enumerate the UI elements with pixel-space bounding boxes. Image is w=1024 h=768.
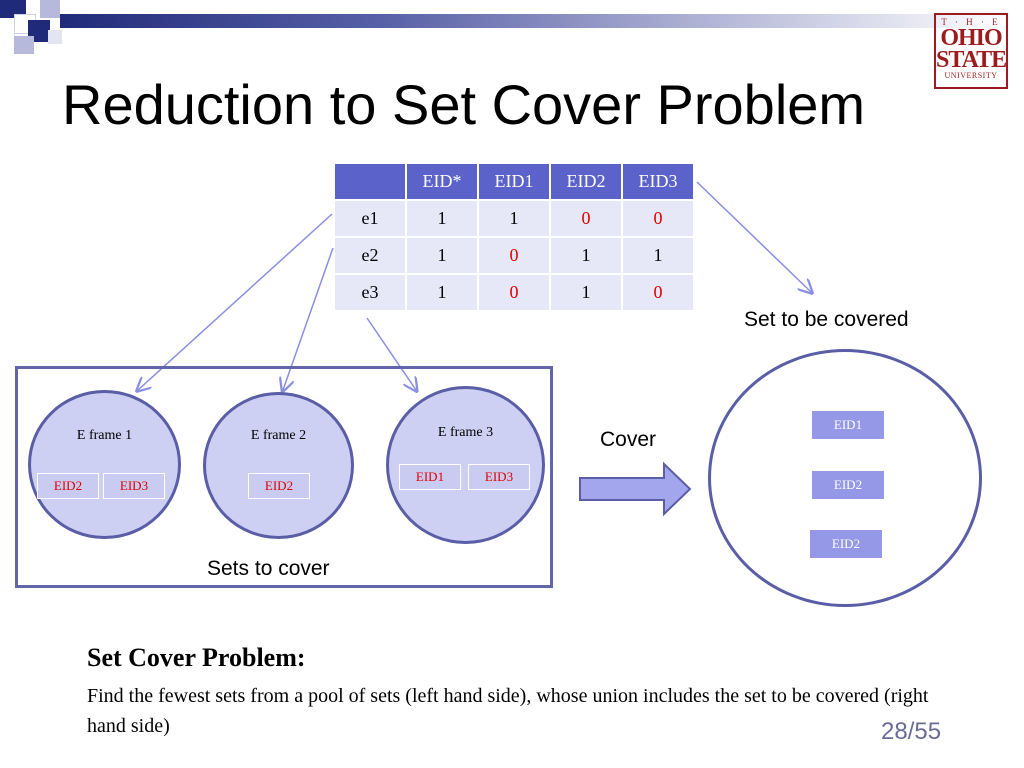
arrow-header-to-covered [696, 181, 811, 292]
table-header-cell [333, 162, 407, 201]
table-cell: 1 [405, 236, 479, 275]
covered-element: EID2 [812, 471, 884, 499]
arrow-e1-to-frame1 [138, 213, 333, 390]
e-frame-1: E frame 1 EID2 EID3 [28, 390, 181, 539]
decor-square [40, 0, 60, 18]
table-cell: 1 [477, 199, 551, 238]
table-cell: 1 [405, 273, 479, 312]
covered-element: EID2 [810, 530, 882, 558]
frame-tag: EID3 [103, 473, 165, 499]
table-cell: 1 [549, 273, 623, 312]
cover-label: Cover [600, 428, 657, 451]
frame-title: E frame 3 [437, 425, 494, 440]
cover-arrow [579, 461, 692, 517]
decor-square [0, 0, 26, 18]
table-cell: 0 [477, 273, 551, 312]
decor-square [14, 36, 34, 54]
table-cell: 1 [549, 236, 623, 275]
frame-tag: EID3 [468, 464, 530, 490]
problem-heading: Set Cover Problem: [87, 643, 306, 672]
table-row: e1 1 1 0 0 [333, 199, 695, 238]
page-number: 28/55 [881, 718, 942, 745]
sets-to-cover-box [15, 366, 553, 588]
table-cell: 0 [477, 236, 551, 275]
table-header-cell: EID2 [549, 162, 623, 201]
slide-title: Reduction to Set Cover Problem [62, 73, 866, 136]
table-cell: 1 [621, 236, 695, 275]
table-cell: 0 [549, 199, 623, 238]
sets-to-cover-label: Sets to cover [207, 557, 330, 580]
frame-tag: EID1 [399, 464, 461, 490]
ohio-state-logo: T · H · E OHIO STATE UNIVERSITY [934, 13, 1008, 89]
set-to-be-covered-label: Set to be covered [744, 308, 909, 331]
table-cell: 0 [621, 273, 695, 312]
frame-title: E frame 1 [76, 428, 133, 443]
table-row: e2 1 0 1 1 [333, 236, 695, 275]
e-frame-2: E frame 2 EID2 [203, 392, 354, 539]
row-label: e3 [333, 273, 407, 312]
arrow-e3-to-frame3 [366, 317, 416, 390]
frame-tag: EID2 [248, 473, 310, 499]
problem-description: Find the fewest sets from a pool of sets… [87, 685, 929, 737]
row-label: e1 [333, 199, 407, 238]
e-frame-3: E frame 3 EID1 EID3 [386, 386, 545, 544]
decor-square [48, 30, 62, 44]
table-header-cell: EID1 [477, 162, 551, 201]
covered-element: EID1 [812, 411, 884, 439]
table-cell: 1 [405, 199, 479, 238]
header-gradient-bar [60, 14, 1010, 28]
element-frame-matrix: EID* EID1 EID2 EID3 e1 1 1 0 0 e2 1 0 1 … [333, 162, 695, 312]
set-to-be-covered-circle: EID1 EID2 EID2 [708, 349, 982, 607]
table-header-cell: EID3 [621, 162, 695, 201]
table-cell: 0 [621, 199, 695, 238]
row-label: e2 [333, 236, 407, 275]
frame-title: E frame 2 [250, 428, 307, 443]
table-header-row: EID* EID1 EID2 EID3 [333, 162, 695, 201]
table-row: e3 1 0 1 0 [333, 273, 695, 312]
frame-tag: EID2 [37, 473, 99, 499]
table-header-cell: EID* [405, 162, 479, 201]
